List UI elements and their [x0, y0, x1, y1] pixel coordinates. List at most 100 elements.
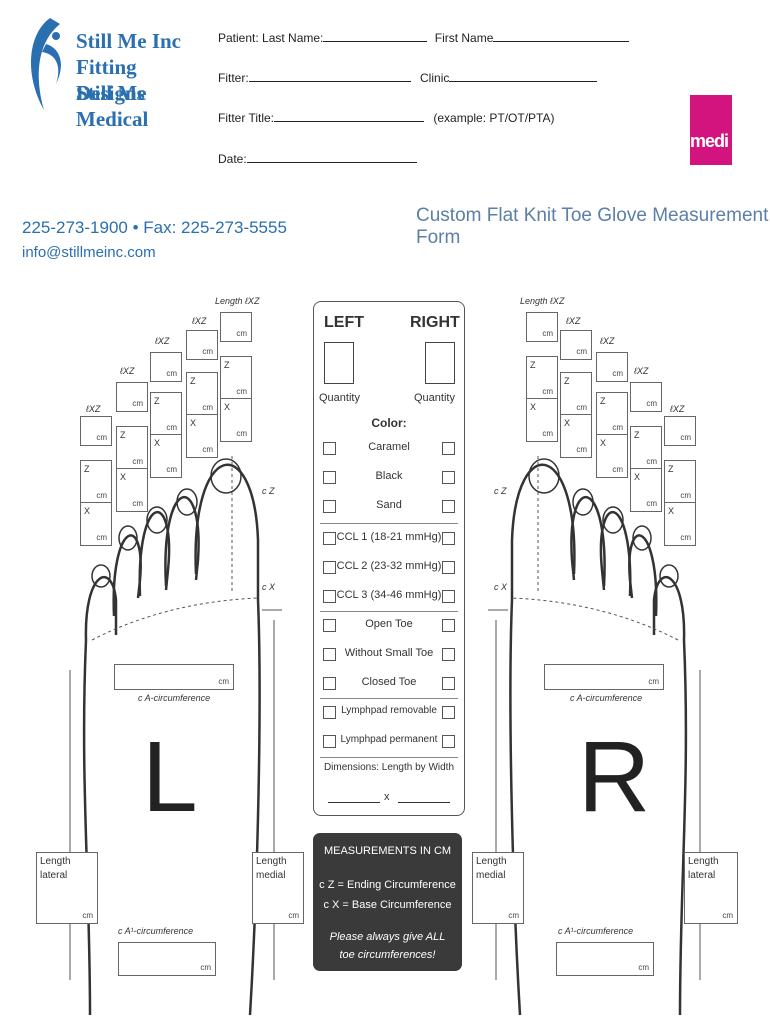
left-checkbox-black[interactable] [323, 471, 336, 484]
right-length-cxz-label: Length ℓXZ [520, 296, 565, 306]
right-checkbox-closed-toe[interactable] [442, 677, 455, 690]
left-a1-circumference-box[interactable]: cm [118, 942, 216, 976]
dimensions-length-field[interactable] [328, 802, 380, 803]
right-checkbox-open-toe[interactable] [442, 619, 455, 632]
right-toe4-length-box[interactable]: cm [630, 382, 662, 412]
option-row-black[interactable]: Black [314, 463, 464, 492]
left-checkbox-ccl3[interactable] [323, 590, 336, 603]
right-checkbox-lymphpad-permanent[interactable] [442, 735, 455, 748]
left-toe4-length-box[interactable]: cm [116, 382, 148, 412]
fitter-title-field[interactable]: Fitter Title: (example: PT/OT/PTA) [218, 111, 555, 125]
right-a1-circumference-box[interactable]: cm [556, 942, 654, 976]
right-toe5-length-box[interactable]: cm [664, 416, 696, 446]
logo-figure-icon [31, 18, 61, 110]
left-checkbox-sand[interactable] [323, 500, 336, 513]
left-checkbox-open-toe[interactable] [323, 619, 336, 632]
left-checkbox-without-small-toe[interactable] [323, 648, 336, 661]
option-row-ccl3[interactable]: CCL 3 (34-46 mmHg) [314, 582, 464, 611]
left-checkbox-closed-toe[interactable] [323, 677, 336, 690]
logo-line-3: Still Me Medical [76, 81, 149, 131]
left-length-medial-box[interactable]: Length medial cm [252, 852, 304, 924]
panel-divider-3 [320, 698, 458, 699]
option-row-lymphpad-removable[interactable]: Lymphpad removable [314, 698, 464, 727]
right-cz-label: c Z [494, 486, 507, 496]
option-row-closed-toe[interactable]: Closed Toe [314, 669, 464, 698]
left-a-circumference-label: c A-circumference [138, 693, 211, 703]
right-checkbox-black[interactable] [442, 471, 455, 484]
left-checkbox-ccl2[interactable] [323, 561, 336, 574]
right-a-circumference-box[interactable]: cm [544, 664, 664, 690]
patient-field[interactable]: Patient: Last Name: First Name [218, 30, 630, 45]
left-a-circumference-box[interactable]: cm [114, 664, 234, 690]
left-toe2-length-box[interactable]: cm [186, 330, 218, 360]
fitter-field[interactable]: Fitter: Clinic [218, 70, 598, 85]
date-field[interactable]: Date: [218, 151, 417, 166]
option-row-lymphpad-permanent[interactable]: Lymphpad permanent [314, 727, 464, 756]
right-length-medial-box[interactable]: Length medial cm [472, 852, 524, 924]
right-toe1-length-box[interactable]: cm [526, 312, 558, 342]
dimensions-x: x [384, 791, 390, 803]
left-cxz-label-4: ℓXZ [86, 404, 101, 414]
option-row-ccl1[interactable]: CCL 1 (18-21 mmHg) [314, 524, 464, 553]
measurements-line-x: c X = Base Circumference [323, 899, 452, 911]
right-checkbox-sand[interactable] [442, 500, 455, 513]
right-toe2-length-box[interactable]: cm [560, 330, 592, 360]
left-foot-letter: L [142, 721, 198, 833]
left-checkbox-caramel[interactable] [323, 442, 336, 455]
right-length-lateral-box[interactable]: Length lateral cm [684, 852, 738, 924]
phone-fax: 225-273-1900 • Fax: 225-273-5555 [22, 218, 287, 237]
right-a1-circumference-label: c A¹-circumference [558, 926, 634, 936]
option-row-ccl2[interactable]: CCL 2 (23-32 mmHg) [314, 553, 464, 582]
option-row-sand[interactable]: Sand [314, 492, 464, 521]
right-toe3-length-box[interactable]: cm [596, 352, 628, 382]
left-checkbox-lymphpad-removable[interactable] [323, 706, 336, 719]
option-row-caramel[interactable]: Caramel [314, 434, 464, 463]
right-cx-label: c X [494, 582, 508, 592]
right-checkbox-caramel[interactable] [442, 442, 455, 455]
left-checkbox-lymphpad-permanent[interactable] [323, 735, 336, 748]
right-cxz-label-1: ℓXZ [566, 316, 581, 326]
left-quantity-box[interactable] [324, 342, 354, 384]
right-checkbox-ccl3[interactable] [442, 590, 455, 603]
option-row-without-small-toe[interactable]: Without Small Toe [314, 640, 464, 669]
dimensions-width-field[interactable] [398, 802, 450, 803]
right-checkbox-without-small-toe[interactable] [442, 648, 455, 661]
right-foot-letter: R [578, 721, 651, 833]
measurements-title: MEASUREMENTS IN CM [323, 845, 452, 857]
left-toe5-length-box[interactable]: cm [80, 416, 112, 446]
logo-line-1: Still Me Inc [76, 29, 181, 53]
right-checkbox-lymphpad-removable[interactable] [442, 706, 455, 719]
measurements-note-1: Please always give ALL [329, 931, 446, 943]
left-cx-label: c X [262, 582, 276, 592]
right-checkbox-ccl2[interactable] [442, 561, 455, 574]
left-toe3-length-box[interactable]: cm [150, 352, 182, 382]
right-quantity-box[interactable] [425, 342, 455, 384]
left-length-lateral-box[interactable]: Length lateral cm [36, 852, 98, 924]
right-checkbox-ccl1[interactable] [442, 532, 455, 545]
medi-badge: medi [690, 95, 732, 165]
left-cz-label: c Z [262, 486, 275, 496]
left-checkbox-ccl1[interactable] [323, 532, 336, 545]
left-toe1-length-box[interactable]: cm [220, 312, 252, 342]
option-row-open-toe[interactable]: Open Toe [314, 611, 464, 640]
